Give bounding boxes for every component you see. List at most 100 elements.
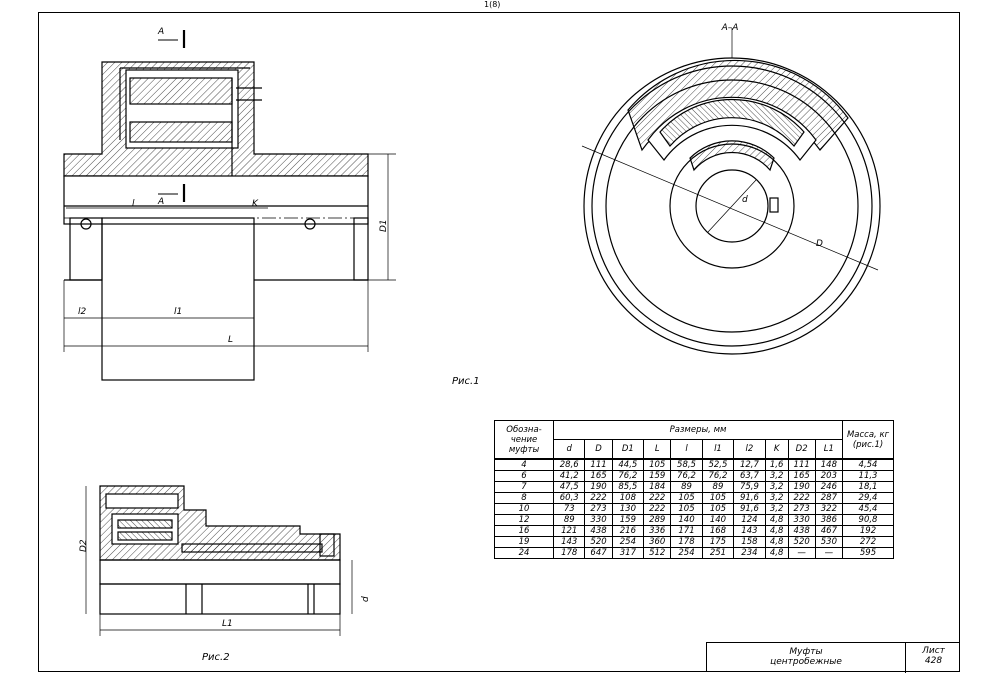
table-cell: 89 (552, 514, 586, 526)
column-header: l1 (701, 439, 735, 460)
table-cell: 111 (787, 458, 816, 471)
dim-l2-label: l2 (78, 307, 87, 317)
table-cell: 47,5 (552, 481, 586, 493)
dim-D2-label: D2 (79, 539, 89, 552)
dim-L1-label: L1 (222, 619, 233, 629)
table-cell: 18,1 (842, 481, 894, 493)
dim-l1-label: l1 (174, 307, 182, 317)
table-cell: 6 (494, 470, 554, 482)
table-cell: 322 (814, 503, 844, 515)
table-cell: 12,7 (733, 458, 766, 471)
table-cell: 438 (787, 525, 816, 537)
table-cell: 44,5 (611, 458, 645, 471)
table-cell: 216 (611, 525, 645, 537)
table-cell: 438 (584, 525, 613, 537)
col-dimensions: Размеры, мм (553, 420, 843, 440)
table-cell: 289 (643, 514, 672, 526)
dim-D1-label: D1 (379, 219, 389, 232)
table-cell: 124 (733, 514, 766, 526)
section-title: A–A (721, 23, 739, 33)
section-mark-bottom: A (157, 197, 164, 207)
table-cell: 8 (494, 492, 554, 504)
table-cell: 121 (552, 525, 586, 537)
column-header: D1 (611, 439, 645, 460)
title-block-title: Муфты центробежные (707, 647, 905, 667)
table-cell: 4,8 (764, 525, 789, 537)
table-cell: 287 (814, 492, 844, 504)
table-cell: 4,8 (764, 536, 789, 548)
table-cell: 143 (552, 536, 586, 548)
table-cell: 222 (643, 492, 672, 504)
table-cell: 360 (643, 536, 672, 548)
table-cell: 11,3 (842, 470, 894, 482)
table-cell: 75,9 (733, 481, 766, 493)
table-cell: 130 (611, 503, 645, 515)
table-cell: 140 (701, 514, 735, 526)
table-cell: 330 (584, 514, 613, 526)
dim-k-label: K (252, 199, 259, 209)
table-cell: 16 (494, 525, 554, 537)
sheet-number: 428 (924, 656, 943, 666)
table-cell: 158 (733, 536, 766, 548)
table-cell: 19 (494, 536, 554, 548)
table-cell: 520 (787, 536, 816, 548)
table-cell: 171 (670, 525, 703, 537)
title-block: Муфты центробежные Лист 428 (706, 642, 961, 673)
column-header: L1 (814, 439, 844, 460)
section-mark-top: A (157, 27, 164, 37)
title-line-2: центробежные (770, 657, 842, 667)
table-cell: 60,3 (552, 492, 586, 504)
table-cell: 273 (584, 503, 613, 515)
table-cell: 203 (814, 470, 844, 482)
table-cell: 73 (552, 503, 586, 515)
table-cell: 184 (643, 481, 672, 493)
table-cell: 4,8 (764, 547, 789, 559)
table-cell: 4,8 (764, 514, 789, 526)
table-cell: 105 (643, 458, 672, 471)
table-cell: 467 (814, 525, 844, 537)
table-cell: 168 (701, 525, 735, 537)
dim-D-label: D (816, 239, 823, 249)
table-cell: 647 (584, 547, 613, 559)
table-cell: 91,6 (733, 503, 766, 515)
table-cell: 595 (842, 547, 894, 559)
table-cell: — (814, 547, 844, 559)
sheet-cell: Лист 428 (905, 643, 961, 673)
table-cell: 140 (670, 514, 703, 526)
column-header: L (643, 439, 672, 460)
table-cell: 246 (814, 481, 844, 493)
table-cell: 4,54 (842, 458, 894, 471)
fig2-view (85, 485, 353, 636)
table-cell: 272 (842, 536, 894, 548)
table-cell: 1,6 (764, 458, 789, 471)
dimensions-table: Обозна-чение муфты Размеры, мм Масса, кг… (494, 420, 894, 559)
table-cell: 29,4 (842, 492, 894, 504)
title-line-1: Муфты (789, 647, 823, 657)
table-cell: 386 (814, 514, 844, 526)
table-cell: 105 (701, 492, 735, 504)
table-cell: 10 (494, 503, 554, 515)
table-cell: 234 (733, 547, 766, 559)
fig1-section-aa (581, 28, 881, 355)
column-header: D2 (787, 439, 816, 460)
table-cell: 336 (643, 525, 672, 537)
table-cell: 76,2 (670, 470, 703, 482)
table-cell: 148 (814, 458, 844, 471)
sheet-label: Лист (922, 646, 945, 656)
fig2-dim-d-label: d (361, 596, 371, 602)
table-cell: 76,2 (611, 470, 645, 482)
table-cell: 175 (701, 536, 735, 548)
table-cell: 24 (494, 547, 554, 559)
table-cell: 178 (670, 536, 703, 548)
table-cell: 108 (611, 492, 645, 504)
fig1-side-view (63, 30, 396, 381)
table-cell: 7 (494, 481, 554, 493)
column-header: l2 (733, 439, 766, 460)
table-cell: 41,2 (552, 470, 586, 482)
